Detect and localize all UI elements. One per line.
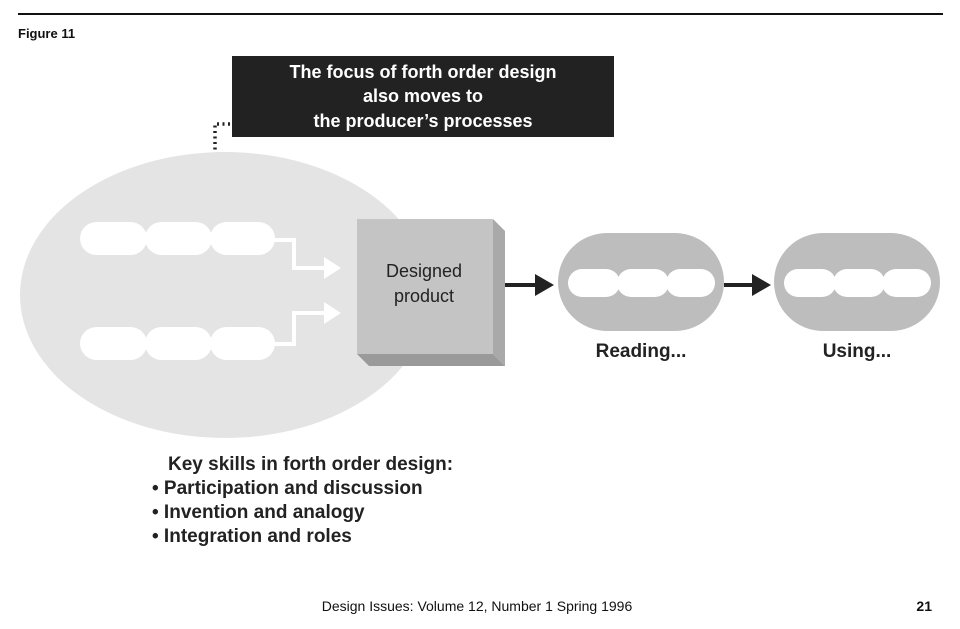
box-bottom	[357, 354, 505, 366]
skill-item: • Integration and roles	[152, 526, 352, 547]
using-chain	[784, 269, 931, 297]
callout-line-1: The focus of forth order design	[289, 62, 556, 82]
callout-line-3: the producer’s processes	[313, 111, 532, 131]
arrow-right-icon	[324, 302, 341, 324]
footer-journal: Design Issues: Volume 12, Number 1 Sprin…	[322, 598, 633, 614]
callout-box	[232, 56, 614, 137]
product-line-2: product	[394, 286, 454, 306]
reading-label: Reading...	[596, 341, 687, 362]
white-arrow-bottom	[272, 311, 328, 346]
product-line-1: Designed	[386, 261, 462, 281]
arrow-right-icon	[752, 274, 771, 296]
reading-chain	[568, 269, 715, 297]
figure-label: Figure 11	[18, 26, 75, 41]
key-skills-heading: Key skills in forth order design:	[168, 454, 453, 475]
box-side	[493, 219, 505, 366]
process-chain-bottom	[80, 327, 275, 360]
arrow-right-icon	[324, 257, 341, 279]
page-number: 21	[916, 598, 932, 614]
process-chain-top	[80, 222, 275, 255]
callout-line-2: also moves to	[363, 86, 483, 106]
arrow-right-icon	[535, 274, 554, 296]
using-label: Using...	[823, 341, 892, 362]
white-arrow-top	[272, 238, 328, 270]
skill-item: • Invention and analogy	[152, 502, 365, 523]
skill-item: • Participation and discussion	[152, 478, 423, 499]
designed-product-box	[357, 219, 493, 354]
